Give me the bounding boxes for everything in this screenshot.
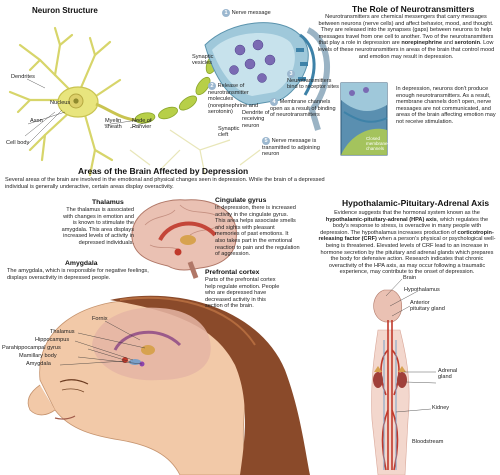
step-5-number: 5	[262, 137, 270, 145]
label-dendrite-receiving-neuron: Dendrite of receiving neuron	[242, 110, 270, 129]
areas-intro: Several areas of the brain are involved …	[5, 177, 325, 190]
step-2-number: 2	[208, 82, 216, 90]
neuron-illustration	[8, 26, 261, 177]
step-1: 1 Nerve message	[222, 9, 271, 17]
amygdala-text: The amygdala, which is responsible for n…	[7, 268, 149, 281]
step-1-number: 1	[222, 9, 230, 17]
hpa-illustration	[371, 278, 437, 475]
label-hippocampus: Hippocampus	[35, 337, 70, 343]
term-serotonin: serotonin	[454, 40, 480, 47]
label-adrenal-gland: Adrenal gland	[438, 368, 458, 381]
label-thalamus: Thalamus	[50, 329, 75, 335]
label-parahippocampal-gyrus: Parahippocampal gyrus	[2, 345, 61, 351]
neurotransmitters-paragraph: Neurotransmitters are chemical messenger…	[314, 14, 498, 60]
step-3-text: Neurotransmitters bind to receptor sites	[287, 78, 339, 91]
depression-neurons-text: In depression, neurons don't produce eno…	[396, 86, 496, 125]
amygdala-title: Amygdala	[65, 260, 98, 267]
label-brain: Brain	[403, 275, 417, 281]
neuron-structure-title: Neuron Structure	[32, 6, 98, 15]
step-4-number: 4	[270, 98, 278, 106]
step-2-text: Release of neurotransmitter molecules (n…	[208, 83, 259, 116]
neuron-leader-lines	[24, 78, 153, 145]
thalamus-text: The thalamus is associated with changes …	[61, 207, 134, 246]
label-synaptic-cleft: Synaptic cleft	[218, 126, 240, 139]
neurotransmitters-p2a: Two of the neurotransmitters that play a…	[318, 33, 494, 47]
label-fornix: Fornix	[92, 316, 108, 322]
hpa-p-c: , which regulates the body's response to…	[320, 216, 489, 236]
step-2: 2 Release of neurotransmitter molecules …	[208, 82, 268, 116]
label-myelin-sheath: Myelin sheath	[105, 118, 122, 131]
cingulate-title: Cingulate gyrus	[215, 197, 267, 204]
term-hpa-axis: hypothalamic-pituitary-adrenal (HPA) axi…	[325, 216, 437, 223]
step-3: 3 Neurotransmitters bind to receptor sit…	[287, 70, 339, 91]
hpa-paragraph: Evidence suggests that the hormonal syst…	[318, 210, 496, 276]
label-kidney: Kidney	[432, 405, 450, 411]
hpa-p-a: Evidence suggests that the hormonal syst…	[334, 210, 480, 216]
thalamus-title: Thalamus	[92, 199, 124, 206]
label-node-of-ranvier: Node of Ranvier	[132, 118, 152, 131]
label-dendrites: Dendrites	[11, 74, 35, 80]
label-cell-body: Cell body	[6, 140, 30, 146]
neurotransmitters-p2e: . Low levels of these neurotransmitters …	[317, 40, 495, 60]
label-anterior-pituitary: Anterior pituitary gland	[410, 300, 445, 313]
step-5: 5 Nerve message is transmitted to adjoin…	[262, 137, 328, 158]
step-3-number: 3	[287, 70, 295, 78]
label-bloodstream: Bloodstream	[412, 439, 444, 445]
prefrontal-title: Prefrontal cortex	[205, 269, 260, 276]
label-closed-membrane-channels: Closed membrane channels	[366, 136, 388, 151]
step-4: 4 Membrane channels open as a result of …	[270, 98, 338, 119]
prefrontal-text: Parts of the prefrontal cortex help regu…	[205, 277, 280, 310]
step-1-text: Nerve message	[231, 10, 271, 16]
cingulate-text: In depression, there is increased activi…	[215, 205, 300, 258]
hpa-p-e: when a person's physical or psychologica…	[320, 236, 496, 276]
neurotransmitters-p1: Neurotransmitters are chemical messenger…	[318, 14, 494, 40]
term-crf: corticotropin-releasing factor (CRF)	[318, 229, 494, 243]
neurotransmitters-p2c: and	[442, 40, 455, 47]
brain-areas-illustration	[131, 199, 237, 279]
label-amygdala: Amygdala	[26, 361, 51, 367]
depression-inset	[340, 82, 388, 156]
label-mamillary-body: Mamillary body	[19, 353, 57, 359]
label-nucleus: Nucleus	[50, 100, 71, 106]
label-hypothalamus: Hypothalamus	[404, 287, 440, 293]
step-5-text: Nerve message is transmitted to adjoinin…	[262, 138, 320, 158]
term-norepinephrine: norepinephrine	[401, 40, 443, 47]
head-illustration	[27, 295, 310, 475]
label-axon: Axon	[30, 118, 43, 124]
synapse-illustration	[204, 22, 331, 131]
hpa-title: Hypothalamic-Pituitary-Adrenal Axis	[342, 198, 490, 208]
step-4-text: Membrane channels open as a result of bi…	[270, 99, 336, 119]
neurotransmitters-title: The Role of Neurotransmitters	[352, 4, 475, 14]
label-synaptic-vesicles: Synaptic vesicles	[192, 54, 214, 67]
areas-title: Areas of the Brain Affected by Depressio…	[78, 166, 249, 176]
